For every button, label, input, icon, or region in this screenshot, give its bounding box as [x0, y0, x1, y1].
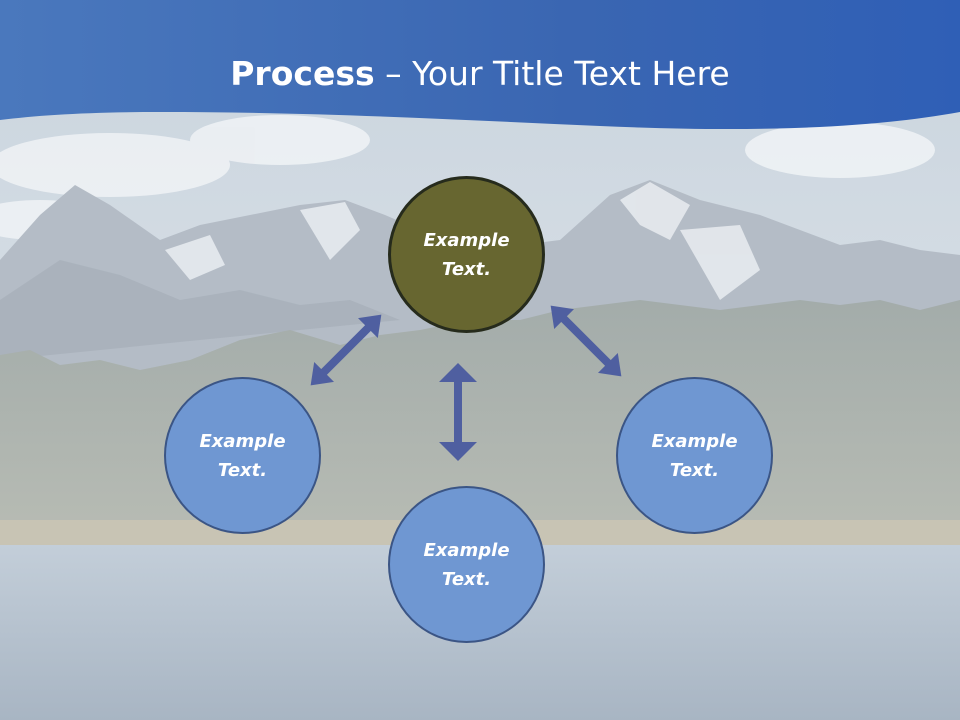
- title-banner: [0, 0, 960, 130]
- node-left: Example Text.: [164, 377, 321, 534]
- node-top: Example Text.: [388, 176, 545, 333]
- node-bottom: Example Text.: [388, 486, 545, 643]
- clouds: [0, 115, 935, 240]
- slide-title: Process – Your Title Text Here: [0, 52, 960, 96]
- snow: [165, 182, 760, 300]
- node-top-label: Example Text.: [423, 229, 510, 280]
- arrow-vertical: [439, 363, 477, 461]
- arrow-top-left: [310, 314, 382, 386]
- arrow-top-right: [550, 305, 622, 377]
- title-rest: – Your Title Text Here: [374, 54, 730, 93]
- node-right-label: Example Text.: [651, 430, 738, 481]
- node-right: Example Text.: [616, 377, 773, 534]
- node-bottom-label: Example Text.: [423, 539, 510, 590]
- title-bold: Process: [230, 54, 375, 93]
- node-left-label: Example Text.: [199, 430, 286, 481]
